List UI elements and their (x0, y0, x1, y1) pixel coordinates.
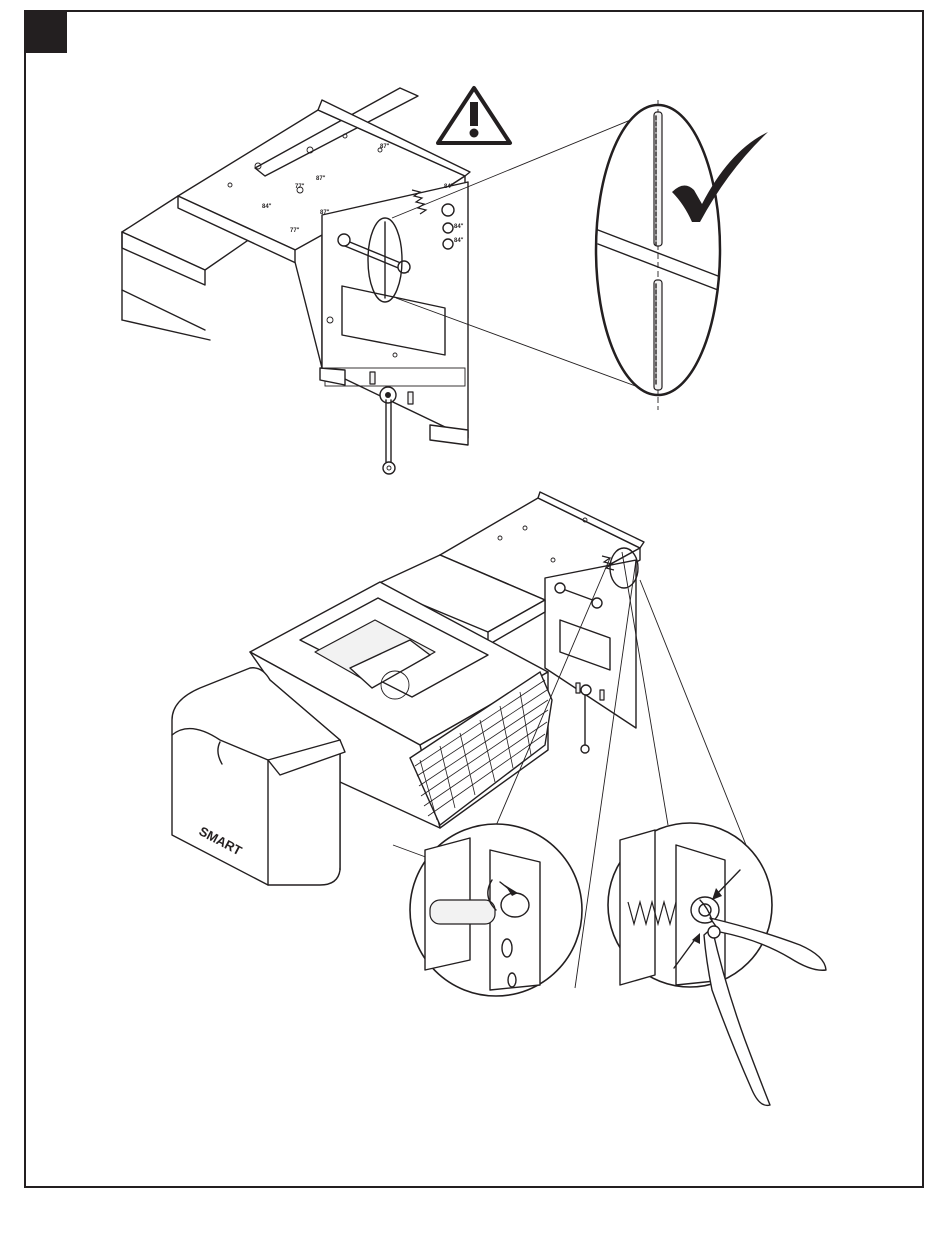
magnified-alignment-detail (596, 100, 720, 410)
depth-mark: 84" (444, 184, 454, 190)
top-bracket-assembly: 84" 84" 84" (122, 88, 470, 474)
depth-mark: 87" (380, 144, 390, 150)
depth-mark: 84" (454, 238, 464, 244)
depth-mark: 84" (454, 224, 464, 230)
safety-tether (380, 387, 396, 474)
detail-remove-retaining-clip (410, 824, 582, 996)
detail-tighten-with-pliers (608, 823, 772, 987)
depth-mark: 87" (320, 210, 330, 216)
bottom-mount-assembly: SMART (172, 492, 826, 1105)
depth-mark: 77" (290, 228, 300, 234)
depth-mark: 84" (262, 204, 272, 210)
warning-triangle-icon (438, 88, 510, 143)
depth-mark: 77" (295, 184, 305, 190)
depth-mark: 87" (316, 176, 326, 182)
